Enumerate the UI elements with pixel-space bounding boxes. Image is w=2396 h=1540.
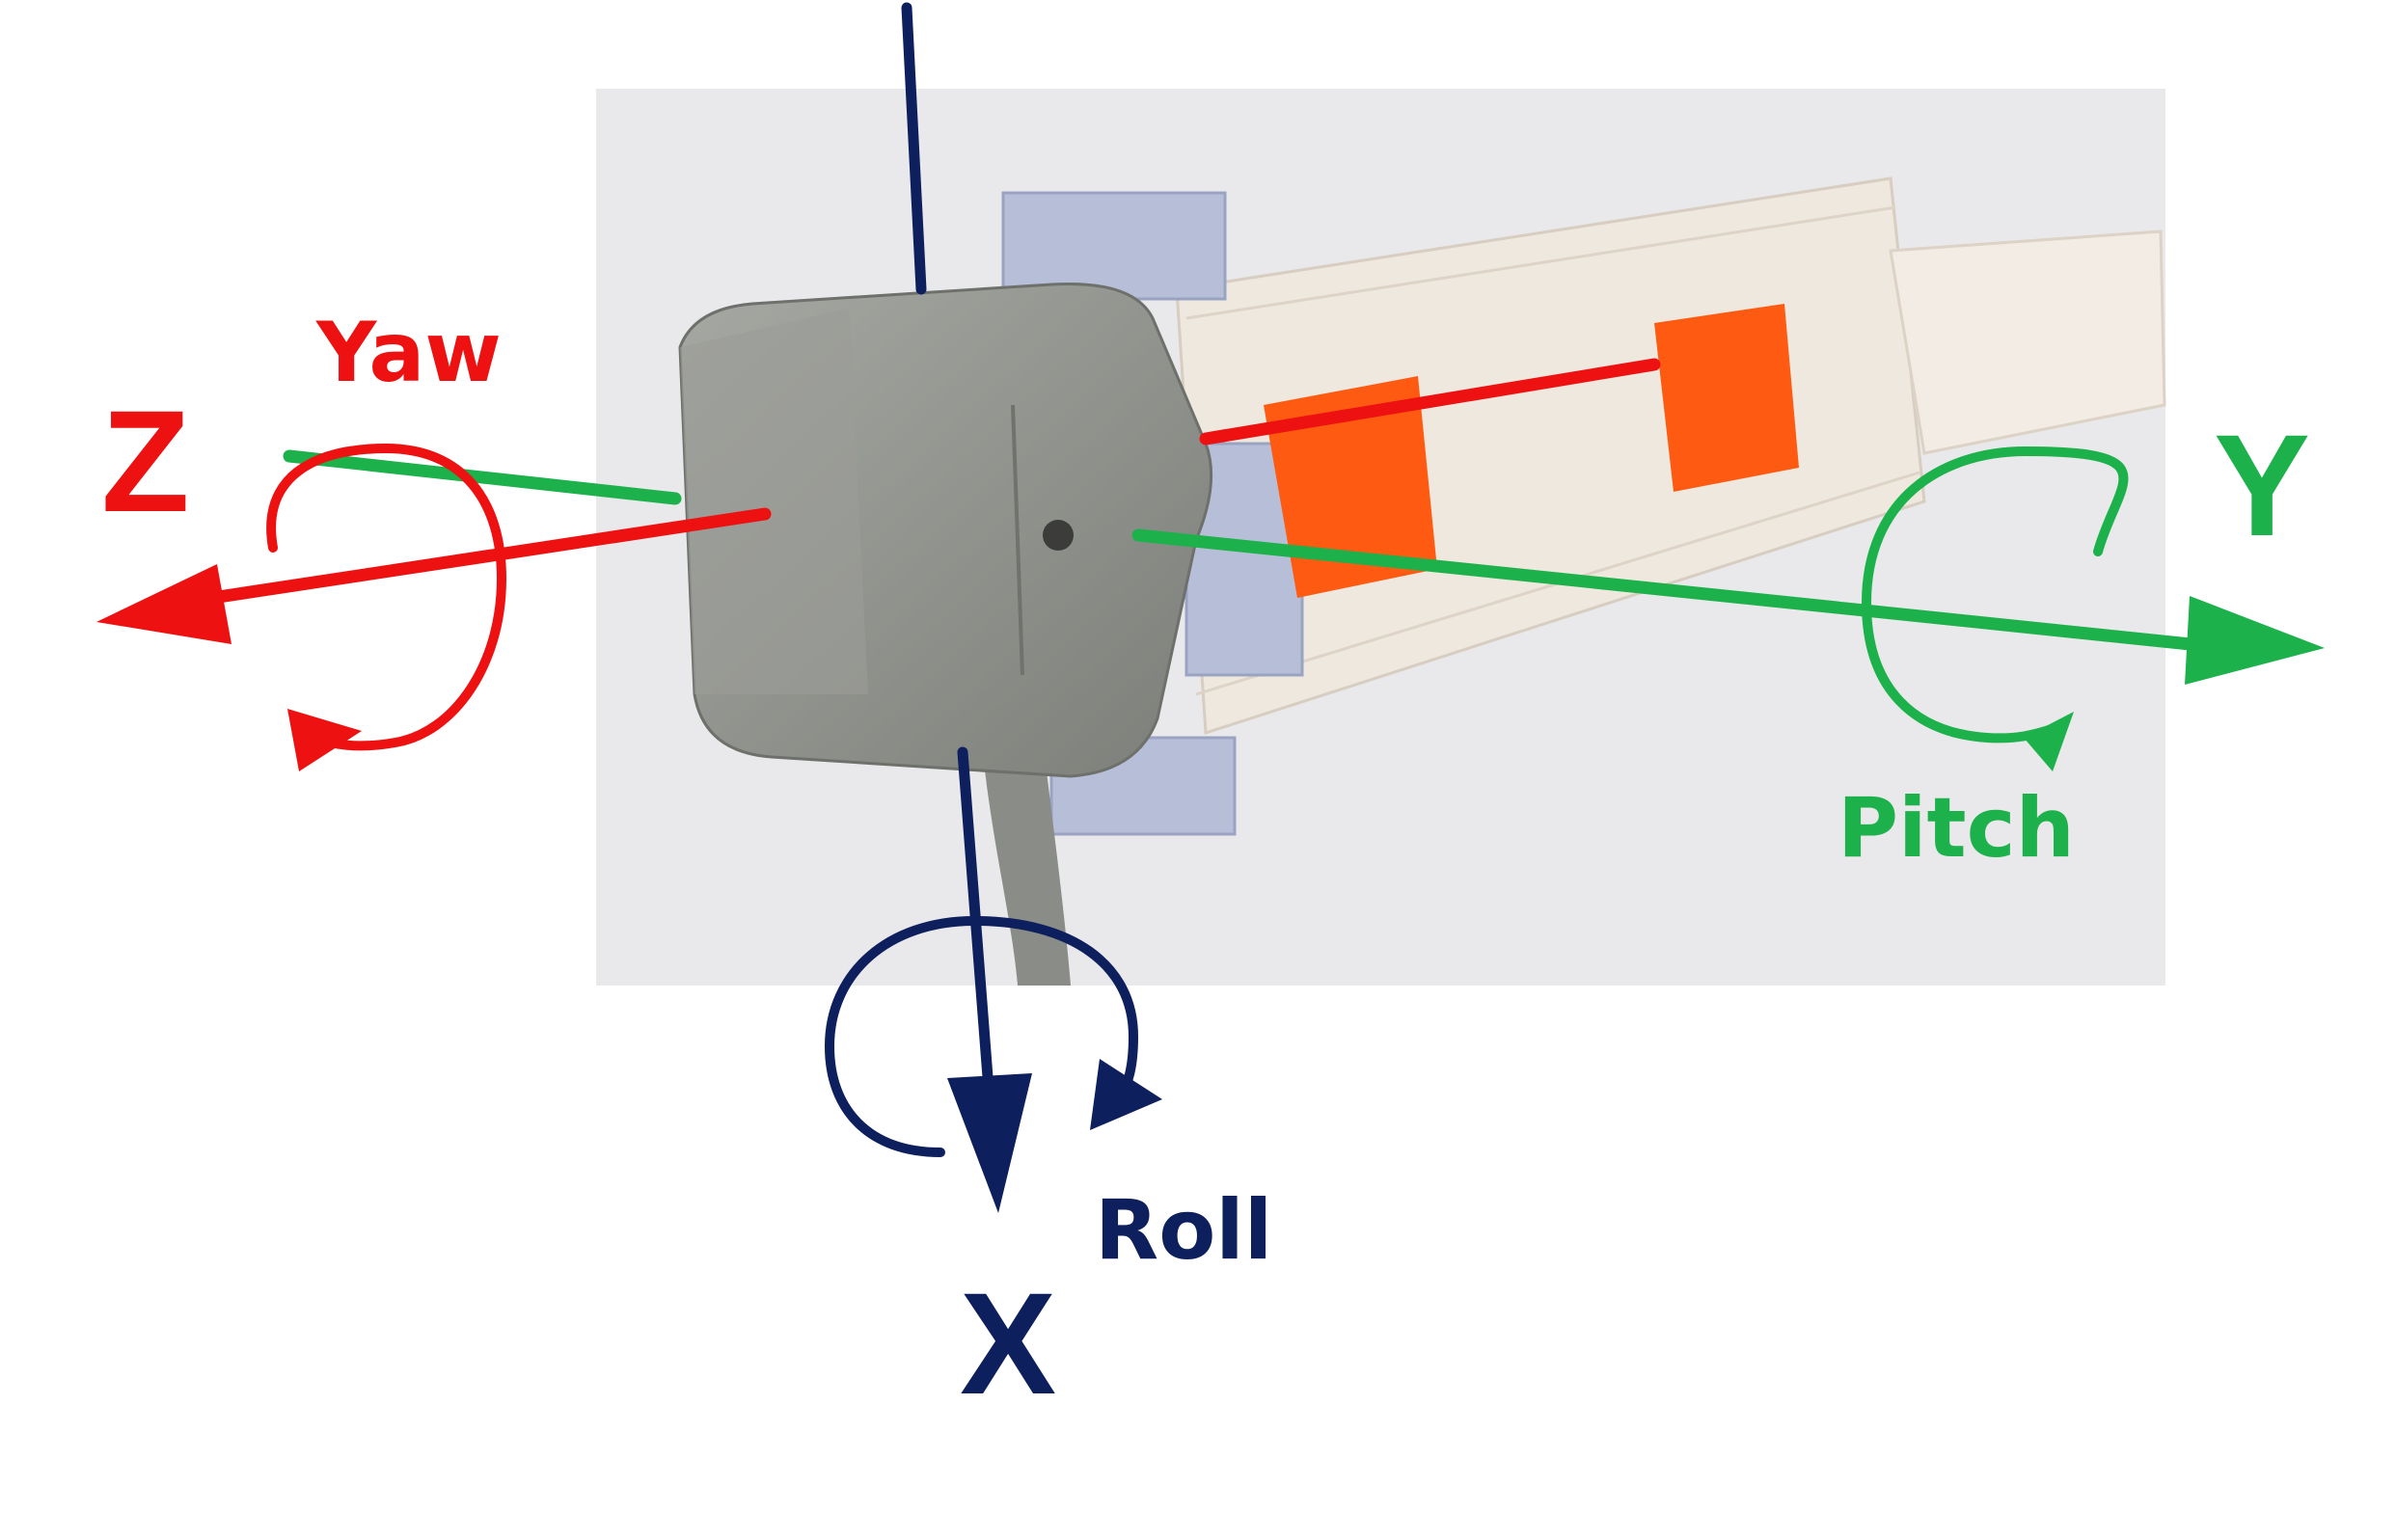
pitch-rotation-icon bbox=[1861, 446, 2129, 771]
z-axis-label: Z bbox=[101, 380, 190, 542]
z-axis bbox=[96, 358, 1661, 644]
x-axis-label: X bbox=[960, 1262, 1056, 1424]
yaw-label: Yaw bbox=[315, 305, 502, 401]
roll-rotation-icon bbox=[824, 915, 1162, 1157]
orange-markers bbox=[1264, 304, 1799, 598]
sensor-housing bbox=[678, 282, 1213, 778]
yaw-rotation-icon bbox=[266, 443, 507, 771]
y-axis bbox=[283, 449, 2325, 685]
pitch-label: Pitch bbox=[1838, 780, 2075, 877]
y-axis-label: Y bbox=[2214, 404, 2310, 566]
roll-label: Roll bbox=[1095, 1182, 1272, 1279]
